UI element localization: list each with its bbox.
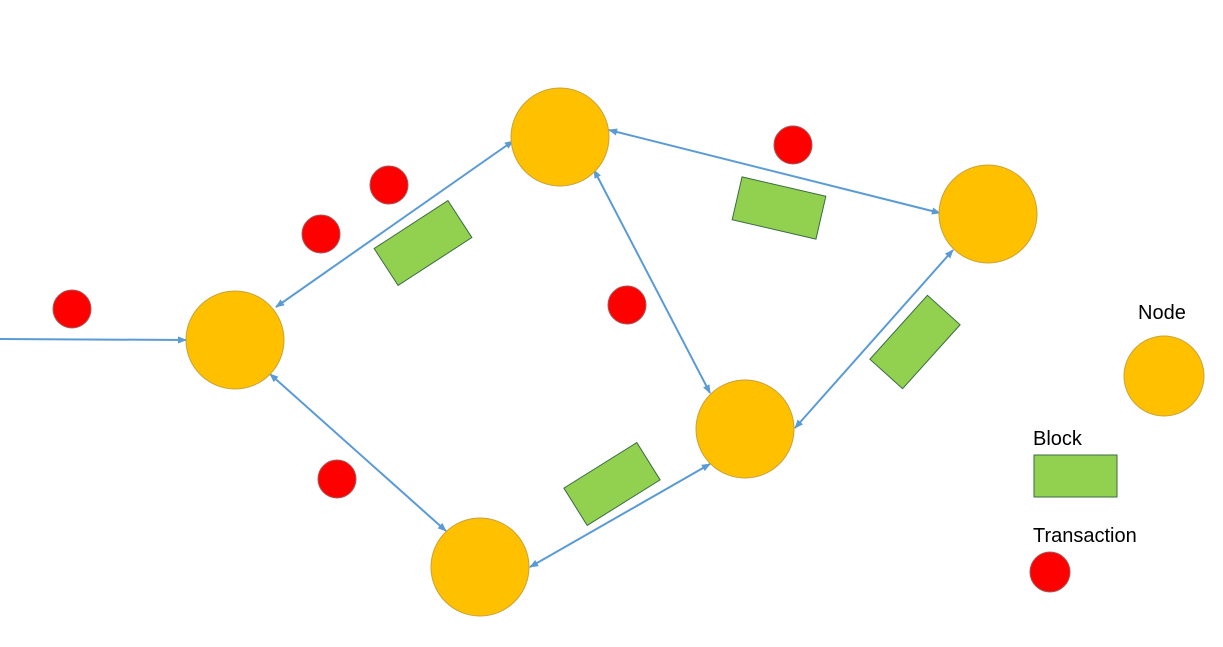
- block-upper-left: [373, 199, 473, 287]
- transaction-4: [607, 285, 647, 325]
- incoming-edge: [0, 336, 187, 344]
- transaction-5: [317, 459, 357, 499]
- nodes: [185, 87, 1038, 617]
- node-middle: [695, 379, 795, 479]
- node-left: [185, 290, 285, 390]
- transaction-2: [369, 165, 409, 205]
- edge-left-top: [275, 140, 514, 308]
- block-right: [869, 294, 961, 390]
- legend: Node Block Transaction: [1029, 302, 1205, 593]
- legend-transaction-label: Transaction: [1033, 525, 1137, 547]
- node-bottom: [430, 517, 530, 617]
- edge-top-middle: [593, 169, 711, 394]
- edge-left-bottom: [269, 373, 447, 532]
- legend-node-label: Node: [1138, 302, 1186, 324]
- edges: [0, 128, 954, 568]
- transaction-incoming: [52, 289, 92, 329]
- edge-middle-bottom: [529, 463, 711, 568]
- edge-top-right: [608, 128, 941, 215]
- block-upper-right: [731, 176, 827, 240]
- legend-block-icon: [1033, 454, 1118, 498]
- transaction-1: [301, 214, 341, 254]
- transactions: [52, 125, 813, 499]
- blocks: [373, 176, 961, 527]
- block-lower: [563, 441, 661, 527]
- legend-transaction-icon: [1029, 551, 1071, 593]
- legend-node-icon: [1123, 335, 1205, 417]
- node-top: [510, 87, 610, 187]
- legend-block-label: Block: [1033, 428, 1083, 450]
- edge-right-middle: [794, 249, 954, 429]
- node-right: [938, 164, 1038, 264]
- transaction-3: [773, 125, 813, 165]
